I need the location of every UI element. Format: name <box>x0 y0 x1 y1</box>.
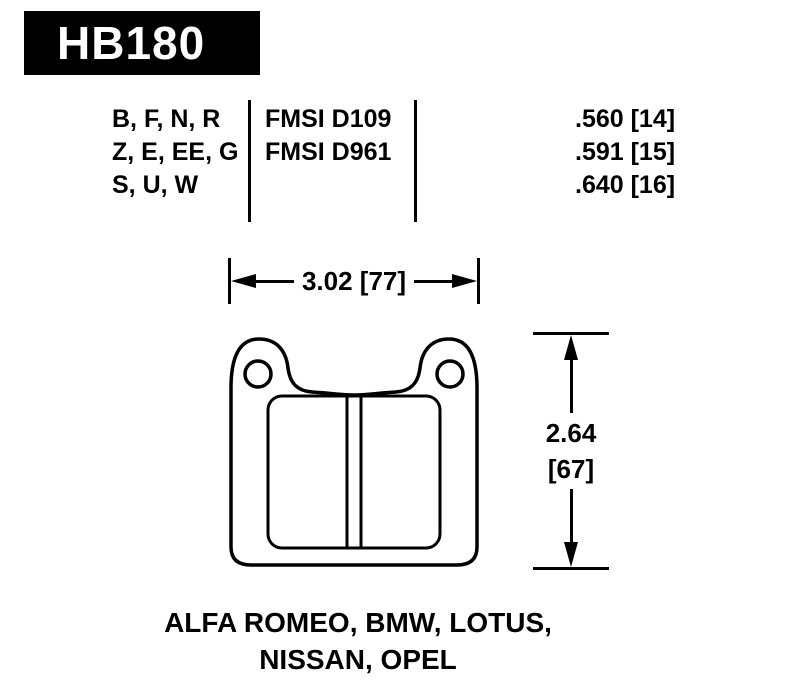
part-number-plate: HB180 <box>24 11 260 75</box>
pad-thickness-column: .560 [14] .591 [15] .640 [16] <box>575 103 675 202</box>
compound-codes-column: B, F, N, R Z, E, EE, G S, U, W <box>112 103 238 202</box>
arrow-down-icon <box>564 542 578 567</box>
thickness-row: .560 [14] <box>575 105 676 133</box>
thickness-row: .591 [15] <box>575 138 676 166</box>
compound-row: Z, E, EE, G <box>112 138 239 166</box>
extension-line-right <box>477 258 481 304</box>
dimension-line <box>569 360 573 413</box>
fmsi-row: FMSI D109 <box>265 105 392 133</box>
mounting-hole-right <box>435 359 465 389</box>
fmsi-row: FMSI D961 <box>265 138 392 166</box>
height-inches: 2.64 <box>545 418 597 448</box>
friction-material-outline <box>266 394 442 550</box>
applications-line: ALFA ROMEO, BMW, LOTUS, <box>164 607 552 638</box>
compound-row: S, U, W <box>112 171 199 199</box>
dimension-line <box>256 279 294 283</box>
extension-line-top <box>533 332 609 335</box>
extension-line-left <box>228 258 231 304</box>
brake-pad-outline <box>229 337 479 567</box>
applications-line: NISSAN, OPEL <box>259 644 457 675</box>
height-dimension: 2.64 [67] <box>533 332 609 570</box>
width-dimension-label: 3.02 [77] <box>301 265 407 296</box>
part-number: HB180 <box>57 17 206 69</box>
height-dimension-label: 2.64 [67] <box>546 413 597 489</box>
dimension-line <box>414 279 453 283</box>
arrow-up-icon <box>564 335 578 360</box>
table-divider <box>248 100 251 222</box>
mounting-hole-left <box>243 359 273 389</box>
vehicle-applications: ALFA ROMEO, BMW, LOTUS, NISSAN, OPEL <box>0 604 716 678</box>
dimension-line <box>569 489 573 542</box>
compound-row: B, F, N, R <box>112 105 221 133</box>
thickness-row: .640 [16] <box>575 171 676 199</box>
height-millimeters: [67] <box>547 454 595 484</box>
fmsi-column: FMSI D109 FMSI D961 <box>265 103 391 169</box>
extension-line-bottom <box>533 567 609 570</box>
table-divider <box>414 100 417 222</box>
arrow-right-icon <box>452 274 478 288</box>
brake-pad-drawing <box>228 332 480 570</box>
width-dimension: 3.02 [77] <box>228 258 481 304</box>
arrow-left-icon <box>231 274 256 288</box>
